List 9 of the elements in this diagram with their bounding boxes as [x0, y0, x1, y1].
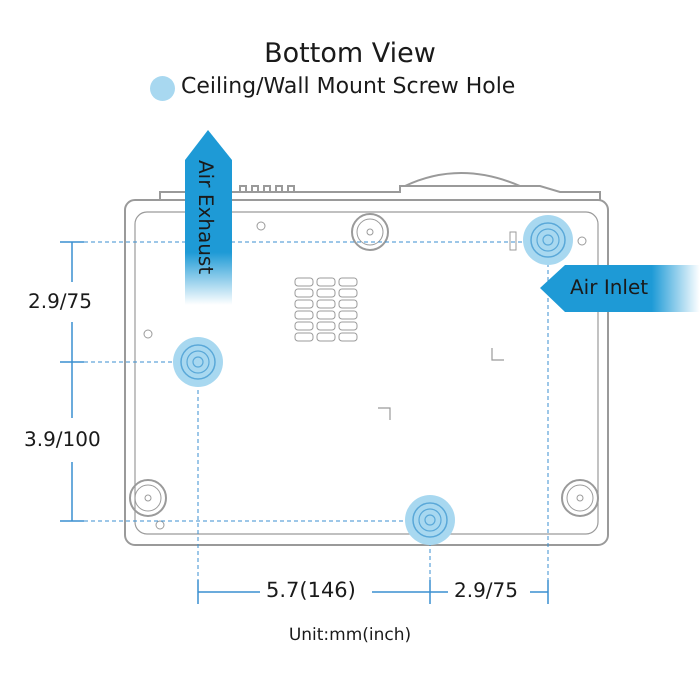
legend-text: Ceiling/Wall Mount Screw Hole — [181, 74, 516, 99]
dimension-label: 2.9/75 — [454, 578, 518, 602]
title: Bottom View — [263, 38, 437, 69]
airflow-label: Air Inlet — [570, 275, 648, 299]
unit-note: Unit:mm(inch) — [288, 625, 412, 645]
airflow-label: Air Exhaust — [194, 160, 218, 274]
dimension-label: 2.9/75 — [28, 289, 92, 313]
dimension-label: 3.9/100 — [24, 427, 101, 451]
dimension-label: 5.7(146) — [266, 578, 356, 602]
